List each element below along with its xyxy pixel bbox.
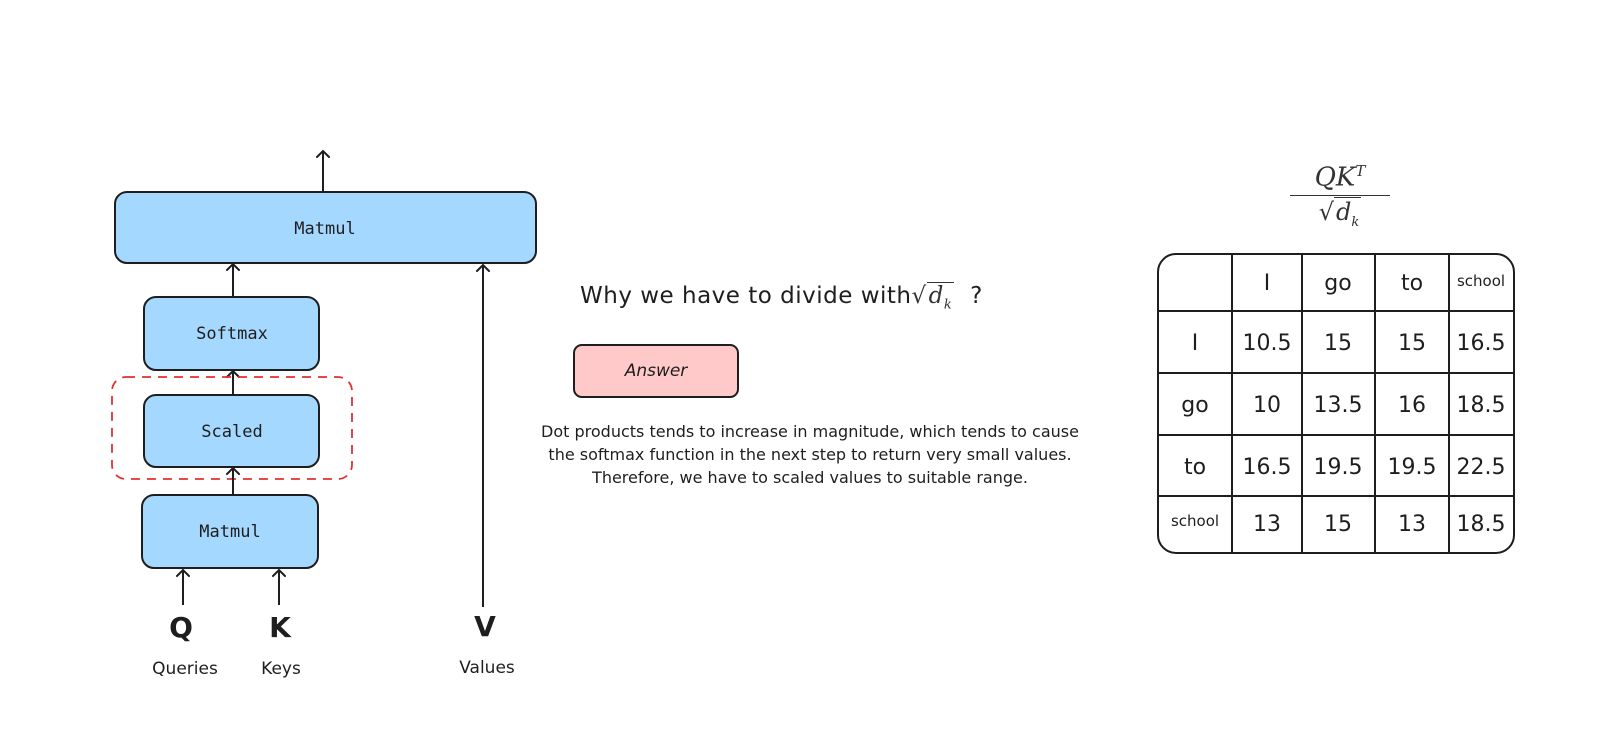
k-letter: K [269, 611, 292, 644]
queries-label: Queries [152, 659, 218, 679]
table-cell: 16.5 [1243, 455, 1292, 480]
softmax-box[interactable]: Softmax [143, 296, 320, 371]
table-cell: 10 [1253, 393, 1281, 418]
formula-numerator: QKT [1290, 162, 1390, 196]
col-header: to [1401, 271, 1423, 296]
row-header: I [1192, 331, 1199, 356]
softmax-label: Softmax [196, 324, 268, 344]
row-header: to [1184, 455, 1206, 480]
question-prefix: Why we have to divide with [580, 283, 912, 309]
table-cell: 18.5 [1457, 512, 1506, 537]
v-letter: V [474, 610, 496, 643]
values-label: Values [459, 658, 515, 678]
col-header: go [1324, 271, 1351, 296]
table-cell: 22.5 [1457, 455, 1506, 480]
table-cell: 15 [1324, 331, 1352, 356]
score-matrix: I go to school I 10.5 15 15 16.5 go 10 1… [1157, 253, 1515, 554]
row-header: go [1181, 393, 1208, 418]
sqrt-dk-symbol: √dk [911, 282, 955, 313]
col-header: I [1264, 271, 1271, 296]
table-cell: 18.5 [1457, 393, 1506, 418]
table-cell: 16.5 [1457, 331, 1506, 356]
table-cell: 19.5 [1314, 455, 1363, 480]
formula-k: k [1351, 214, 1360, 230]
table-cell: 13 [1253, 512, 1281, 537]
question-mark: ? [970, 283, 983, 309]
table-cell: 15 [1398, 331, 1426, 356]
question-text: Why we have to divide with√dk ? [580, 282, 983, 313]
row-header: school [1171, 512, 1219, 530]
scaled-box[interactable]: Scaled [143, 394, 320, 468]
radical-body: d [928, 283, 944, 309]
radical-subscript: k [943, 297, 953, 313]
table-cell: 13.5 [1314, 393, 1363, 418]
explanation-line: the softmax function in the next step to… [548, 445, 1072, 464]
bottom-matmul-label: Matmul [199, 522, 260, 542]
scaled-label: Scaled [201, 422, 262, 442]
answer-button[interactable]: Answer [573, 344, 739, 398]
explanation-line: Dot products tends to increase in magnit… [541, 422, 1079, 441]
explanation-text: Dot products tends to increase in magnit… [480, 420, 1140, 489]
table-cell: 10.5 [1243, 331, 1292, 356]
bottom-matmul-box[interactable]: Matmul [141, 494, 319, 569]
formula-qk: QK [1314, 162, 1356, 193]
formula-d: d [1336, 197, 1352, 226]
keys-label: Keys [261, 659, 301, 679]
table-cell: 16 [1398, 393, 1426, 418]
table-cell: 13 [1398, 512, 1426, 537]
table-cell: 15 [1324, 512, 1352, 537]
formula-transpose: T [1355, 162, 1366, 180]
scaled-score-formula: QKT √dk [1290, 162, 1390, 229]
explanation-line: Therefore, we have to scaled values to s… [592, 468, 1028, 487]
col-header: school [1457, 272, 1505, 290]
formula-denominator: √dk [1290, 196, 1390, 230]
formula-radical-sign: √ [1318, 197, 1335, 226]
radical-sign: √ [911, 283, 927, 309]
top-matmul-box[interactable]: Matmul [114, 191, 537, 264]
q-letter: Q [169, 611, 193, 644]
table-cell: 19.5 [1388, 455, 1437, 480]
top-matmul-label: Matmul [294, 219, 355, 239]
